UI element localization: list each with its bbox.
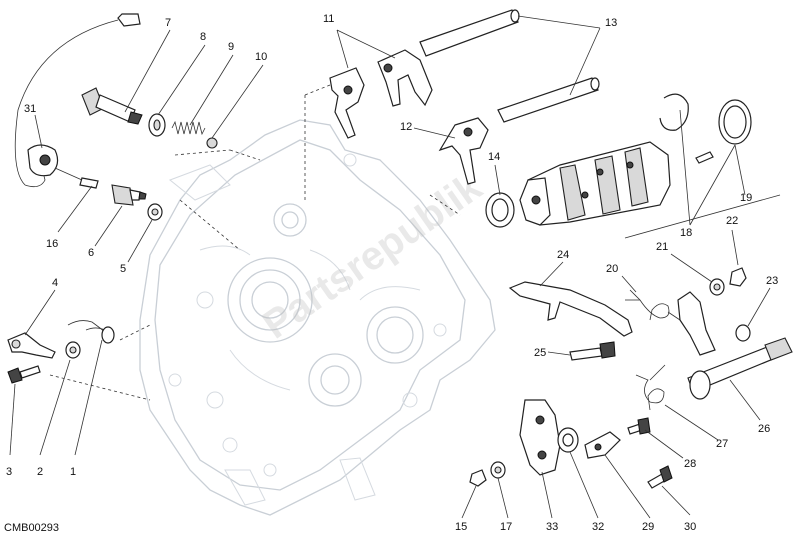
pin-19 — [695, 151, 714, 164]
callout-16: 16 — [46, 238, 58, 250]
spring-9 — [171, 120, 206, 136]
spring-20 — [625, 289, 681, 321]
screw-3 — [7, 365, 41, 384]
ball-10 — [206, 137, 218, 149]
spring-27 — [635, 364, 666, 411]
callout-19: 19 — [740, 192, 752, 204]
callout-15: 15 — [455, 521, 467, 533]
screw-25 — [569, 341, 616, 361]
callout-14: 14 — [488, 151, 500, 163]
callout-10: 10 — [255, 51, 267, 63]
plate-33 — [519, 399, 561, 476]
circlip-18 — [659, 93, 689, 131]
callout-33: 33 — [546, 521, 558, 533]
switch-6 — [111, 184, 147, 206]
leader-lines — [9, 15, 771, 519]
callout-21: 21 — [656, 241, 668, 253]
shaft-26 — [677, 291, 793, 400]
rod-13b — [497, 77, 600, 123]
plate-4 — [7, 332, 56, 359]
alignment-lines — [49, 84, 461, 401]
callout-27: 27 — [716, 438, 728, 450]
callout-1: 1 — [70, 466, 76, 478]
callouts: 1 2 3 4 5 6 7 8 9 10 11 12 13 14 15 16 1… — [6, 13, 778, 533]
spring-1 — [67, 320, 115, 344]
circlip-15 — [469, 469, 487, 487]
callout-30: 30 — [684, 521, 696, 533]
callout-24: 24 — [557, 249, 569, 261]
callout-2: 2 — [37, 466, 43, 478]
callout-6: 6 — [88, 247, 94, 259]
callout-5: 5 — [120, 263, 126, 275]
plate-29 — [584, 431, 621, 459]
callout-31: 31 — [24, 103, 36, 115]
callout-26: 26 — [758, 423, 770, 435]
callout-11: 11 — [323, 13, 334, 25]
callout-13: 13 — [605, 17, 617, 29]
screw-30 — [647, 465, 673, 489]
gear-sensor-31 — [14, 13, 141, 188]
callout-25: 25 — [534, 347, 546, 359]
callout-17: 17 — [500, 521, 512, 533]
watermark: Partsrepublik — [255, 164, 490, 347]
callout-8: 8 — [200, 31, 206, 43]
circlip-22 — [729, 267, 747, 287]
callout-3: 3 — [6, 466, 12, 478]
plate-24 — [508, 281, 633, 337]
screw-28 — [627, 417, 651, 435]
crankcase-outline — [139, 119, 496, 516]
callout-32: 32 — [592, 521, 604, 533]
fork-12 — [438, 117, 489, 185]
rod-13a — [419, 9, 520, 57]
callout-28: 28 — [684, 458, 696, 470]
callout-18: 18 — [680, 227, 692, 239]
bush-23 — [735, 324, 751, 342]
selector-drum — [519, 141, 671, 226]
fork-11a — [329, 67, 365, 139]
callout-22: 22 — [726, 215, 738, 227]
callout-9: 9 — [228, 41, 234, 53]
callout-12: 12 — [400, 121, 412, 133]
drawing-code: CMB00293 — [4, 522, 59, 534]
callout-7: 7 — [165, 17, 171, 29]
callout-23: 23 — [766, 275, 778, 287]
bolt-7 — [81, 87, 143, 125]
callout-20: 20 — [606, 263, 618, 275]
fork-11b — [377, 49, 433, 107]
callout-4: 4 — [52, 277, 58, 289]
callout-29: 29 — [642, 521, 654, 533]
pin-16 — [79, 177, 99, 189]
